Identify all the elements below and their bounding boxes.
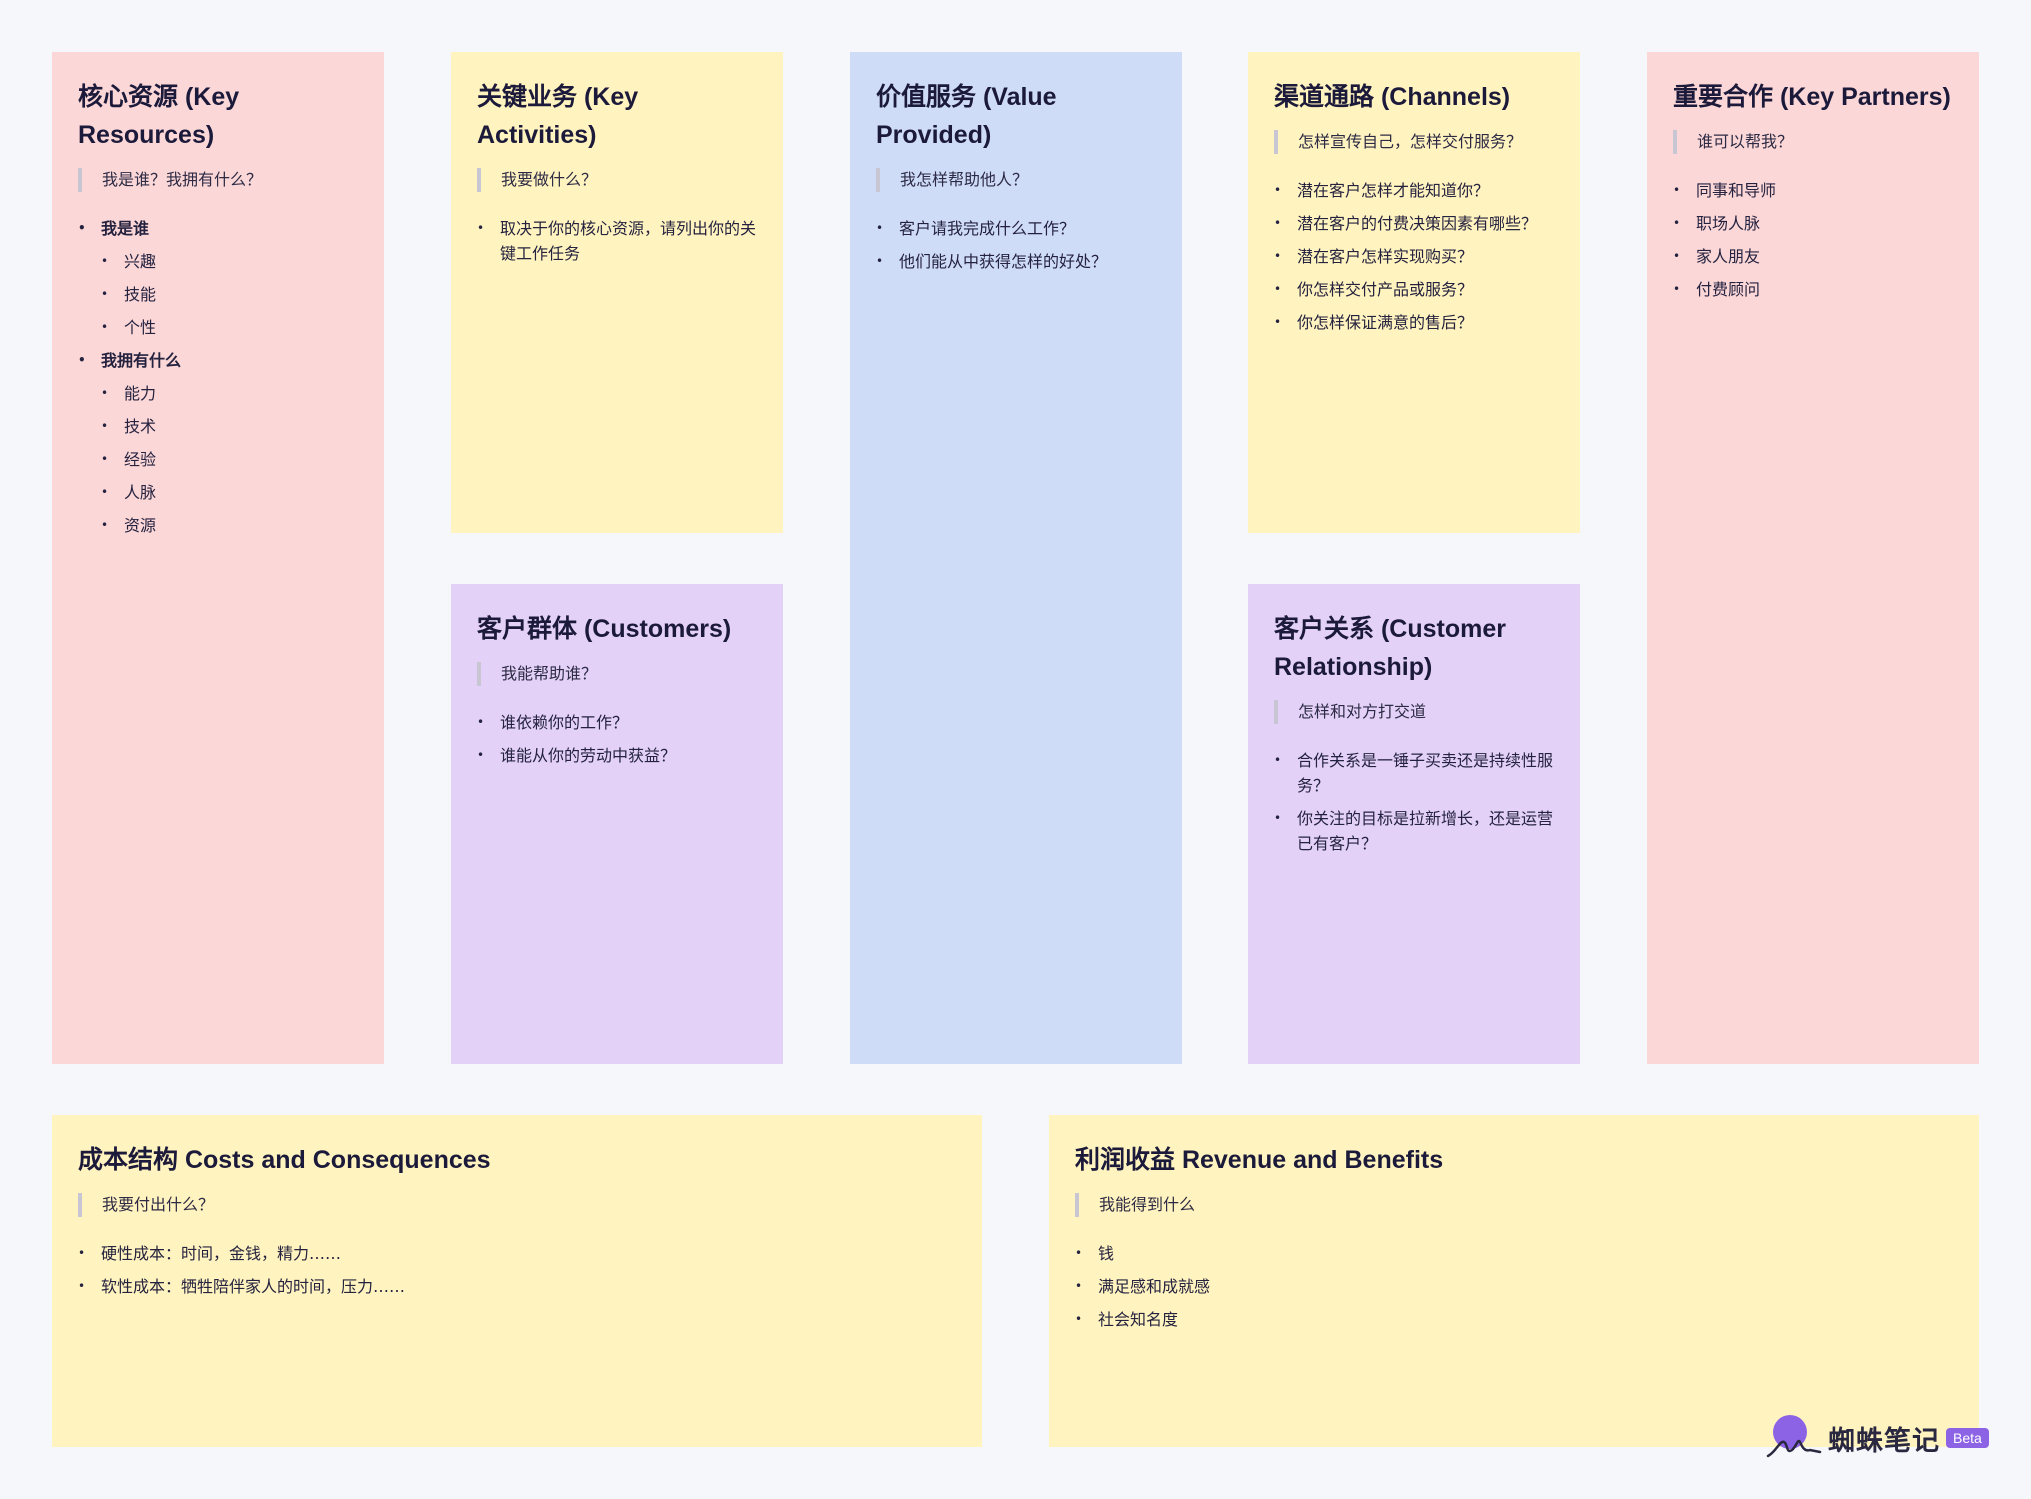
card-title: 重要合作 (Key Partners) — [1673, 83, 1951, 111]
bullet-list: 同事和导师 职场人脉 家人朋友 付费顾问 — [1673, 178, 1953, 302]
list-item: 技术 — [101, 414, 358, 439]
list-item: 同事和导师 — [1673, 178, 1953, 203]
card-title: 成本结构 Costs and Consequences — [78, 1146, 491, 1174]
card-title: 价值服务 (Value Provided) — [876, 83, 1057, 149]
list-item: 社会知名度 — [1075, 1307, 1953, 1332]
list-item: 潜在客户的付费决策因素有哪些？ — [1274, 211, 1554, 236]
list-item: 谁能从你的劳动中获益？ — [477, 743, 757, 768]
card-quote: 我要做什么？ — [477, 168, 757, 192]
list-item: 经验 — [101, 447, 358, 472]
card-title: 关键业务 (Key Activities) — [477, 83, 639, 149]
card-quote: 怎样和对方打交道 — [1274, 700, 1554, 724]
card-customers[interactable]: 客户群体 (Customers) 我能帮助谁？ 谁依赖你的工作？ 谁能从你的劳动… — [451, 584, 783, 1064]
list-item: 兴趣 — [101, 249, 358, 274]
list-item: 谁依赖你的工作？ — [477, 710, 757, 735]
card-customer-relationship[interactable]: 客户关系 (Customer Relationship) 怎样和对方打交道 合作… — [1248, 584, 1580, 1064]
beta-badge: Beta — [1946, 1428, 1989, 1448]
card-quote: 我能帮助谁？ — [477, 662, 757, 686]
sub-list: 兴趣 技能 个性 — [101, 249, 358, 340]
card-title: 利润收益 Revenue and Benefits — [1075, 1146, 1444, 1174]
list-item: 我拥有什么 能力 技术 经验 人脉 资源 — [78, 348, 358, 538]
card-quote: 我怎样帮助他人？ — [876, 168, 1156, 192]
bullet-list: 我是谁 兴趣 技能 个性 我拥有什么 能力 技术 经验 人脉 资源 — [78, 216, 358, 538]
list-item: 客户请我完成什么工作？ — [876, 216, 1156, 241]
bullet-list: 钱 满足感和成就感 社会知名度 — [1075, 1241, 1953, 1332]
card-channels[interactable]: 渠道通路 (Channels) 怎样宣传自己，怎样交付服务？ 潜在客户怎样才能知… — [1248, 52, 1580, 533]
card-quote: 谁可以帮我？ — [1673, 130, 1953, 154]
list-item: 职场人脉 — [1673, 211, 1953, 236]
group-label: 我是谁 — [101, 219, 150, 238]
bullet-list: 硬性成本：时间，金钱，精力…… 软性成本：牺牲陪伴家人的时间，压力…… — [78, 1241, 956, 1299]
bullet-list: 合作关系是一锤子买卖还是持续性服务？ 你关注的目标是拉新增长，还是运营已有客户？ — [1274, 748, 1554, 856]
card-quote: 我要付出什么？ — [78, 1193, 956, 1217]
card-costs[interactable]: 成本结构 Costs and Consequences 我要付出什么？ 硬性成本… — [52, 1115, 982, 1447]
card-value-provided[interactable]: 价值服务 (Value Provided) 我怎样帮助他人？ 客户请我完成什么工… — [850, 52, 1182, 1064]
brand-watermark[interactable]: 蜘蛛笔记 Beta — [1766, 1414, 1989, 1462]
list-item: 满足感和成就感 — [1075, 1274, 1953, 1299]
list-item: 潜在客户怎样才能知道你？ — [1274, 178, 1554, 203]
spider-logo-icon — [1766, 1412, 1822, 1464]
bullet-list: 潜在客户怎样才能知道你？ 潜在客户的付费决策因素有哪些？ 潜在客户怎样实现购买？… — [1274, 178, 1554, 335]
list-item: 你关注的目标是拉新增长，还是运营已有客户？ — [1274, 806, 1554, 856]
card-title: 客户群体 (Customers) — [477, 615, 732, 643]
card-quote: 我能得到什么 — [1075, 1193, 1953, 1217]
list-item: 你怎样保证满意的售后？ — [1274, 310, 1554, 335]
card-title: 客户关系 (Customer Relationship) — [1274, 615, 1506, 681]
card-key-activities[interactable]: 关键业务 (Key Activities) 我要做什么？ 取决于你的核心资源，请… — [451, 52, 783, 533]
list-item: 合作关系是一锤子买卖还是持续性服务？ — [1274, 748, 1554, 798]
card-key-resources[interactable]: 核心资源 (Key Resources) 我是谁？我拥有什么？ 我是谁 兴趣 技… — [52, 52, 384, 1064]
list-item: 取决于你的核心资源，请列出你的关键工作任务 — [477, 216, 757, 266]
list-item: 你怎样交付产品或服务？ — [1274, 277, 1554, 302]
list-item: 软性成本：牺牲陪伴家人的时间，压力…… — [78, 1274, 956, 1299]
list-item: 个性 — [101, 315, 358, 340]
list-item: 钱 — [1075, 1241, 1953, 1266]
list-item: 资源 — [101, 513, 358, 538]
card-quote: 怎样宣传自己，怎样交付服务？ — [1274, 130, 1554, 154]
card-title: 核心资源 (Key Resources) — [78, 83, 240, 149]
card-quote: 我是谁？我拥有什么？ — [78, 168, 358, 192]
list-item: 技能 — [101, 282, 358, 307]
list-item: 他们能从中获得怎样的好处？ — [876, 249, 1156, 274]
list-item: 人脉 — [101, 480, 358, 505]
card-revenue[interactable]: 利润收益 Revenue and Benefits 我能得到什么 钱 满足感和成… — [1049, 1115, 1979, 1447]
list-item: 潜在客户怎样实现购买？ — [1274, 244, 1554, 269]
list-item: 能力 — [101, 381, 358, 406]
sub-list: 能力 技术 经验 人脉 资源 — [101, 381, 358, 538]
bullet-list: 谁依赖你的工作？ 谁能从你的劳动中获益？ — [477, 710, 757, 768]
list-item: 家人朋友 — [1673, 244, 1953, 269]
card-title: 渠道通路 (Channels) — [1274, 83, 1511, 111]
group-label: 我拥有什么 — [101, 351, 182, 370]
card-key-partners[interactable]: 重要合作 (Key Partners) 谁可以帮我？ 同事和导师 职场人脉 家人… — [1647, 52, 1979, 1064]
list-item: 我是谁 兴趣 技能 个性 — [78, 216, 358, 340]
brand-name: 蜘蛛笔记 — [1828, 1425, 1940, 1457]
list-item: 硬性成本：时间，金钱，精力…… — [78, 1241, 956, 1266]
list-item: 付费顾问 — [1673, 277, 1953, 302]
bullet-list: 取决于你的核心资源，请列出你的关键工作任务 — [477, 216, 757, 266]
bullet-list: 客户请我完成什么工作？ 他们能从中获得怎样的好处？ — [876, 216, 1156, 274]
